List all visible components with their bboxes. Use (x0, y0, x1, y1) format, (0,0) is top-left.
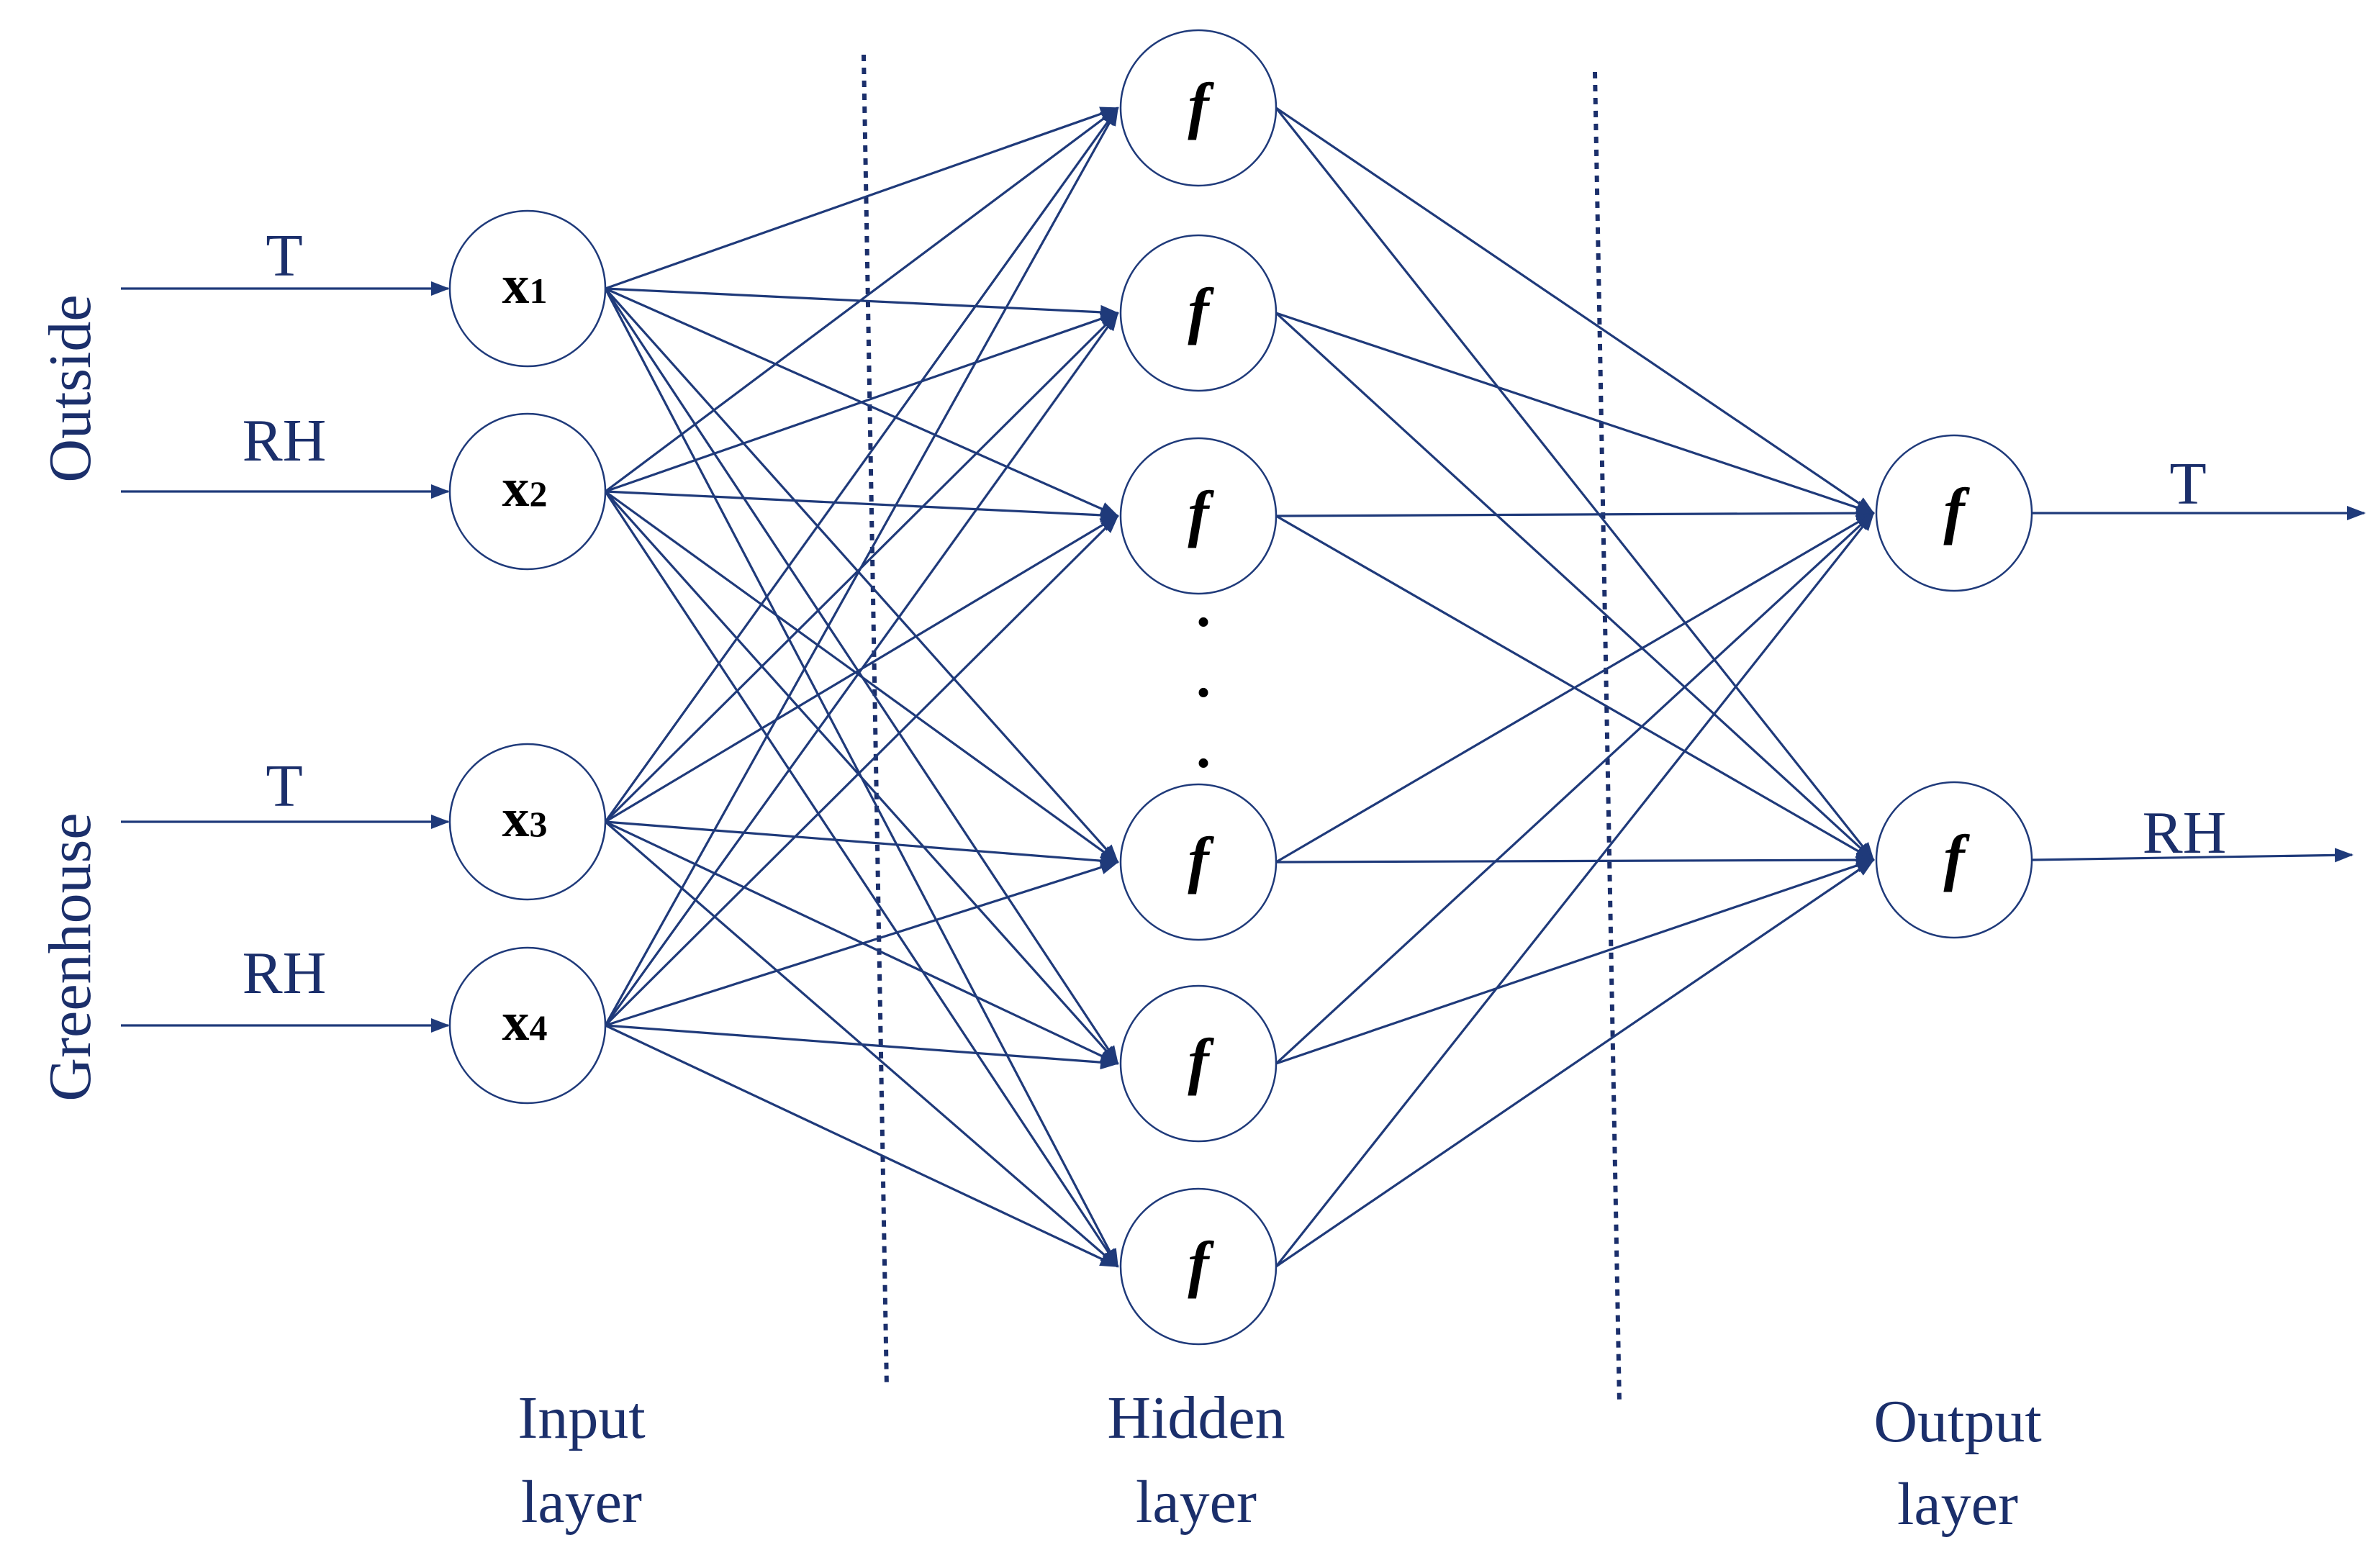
connection-input2-hidden2 (605, 312, 1119, 493)
connection-input4-hidden6 (605, 1024, 1119, 1268)
separator-hidden-output (1593, 71, 1622, 1404)
connection-input4-hidden1 (604, 107, 1119, 1026)
output-signal-label-2: RH (2143, 799, 2227, 866)
hidden-node-3 (1119, 437, 1278, 595)
connection-input4-hidden5 (605, 1024, 1119, 1070)
connection-input2-hidden3 (605, 490, 1119, 522)
connection-input1-hidden4 (604, 287, 1119, 864)
hidden-node-4 (1119, 783, 1278, 941)
input-signal-label-4: RH (243, 940, 327, 1007)
hidden-ellipsis-dot-1: . (1196, 576, 1211, 639)
connection-hidden1-output1 (1275, 107, 1875, 515)
group-label-outside: Outside (37, 294, 104, 482)
hidden-node-5 (1119, 984, 1278, 1143)
input-node-1 (448, 209, 607, 368)
input-arrows (121, 281, 450, 1033)
input-node-label-4: x4 (502, 992, 548, 1052)
hidden-ellipsis-dot-3: . (1196, 717, 1211, 780)
layer-label-hidden-line1: Hidden (1107, 1385, 1285, 1451)
separator-input-hidden (862, 54, 889, 1388)
connection-hidden3-output1 (1275, 506, 1875, 521)
output-node-1 (1875, 434, 2033, 592)
hidden-node-6 (1119, 1187, 1278, 1346)
connection-input2-hidden4 (605, 490, 1119, 864)
layer-label-input-line2: layer (521, 1469, 642, 1536)
output-arrow-2 (2031, 848, 2354, 863)
input-node-label-2: x2 (502, 458, 548, 518)
layer-label-output-line1: Output (1873, 1388, 2041, 1455)
connection-hidden1-output2 (1275, 107, 1875, 861)
connection-hidden5-output2 (1275, 858, 1875, 1065)
input-node-3 (448, 743, 607, 901)
hidden-node-2 (1119, 234, 1278, 392)
input-node-label-1: x1 (502, 255, 548, 315)
input-signal-label-2: RH (243, 407, 327, 474)
output-node-2 (1875, 781, 2033, 939)
connection-hidden2-output2 (1275, 312, 1875, 861)
input-node-label-3: x3 (502, 788, 548, 848)
output-signal-label-1: T (2169, 450, 2206, 517)
layer-label-input-line1: Input (517, 1385, 645, 1451)
hidden-ellipsis-dot-2: . (1196, 646, 1211, 710)
connection-input3-hidden4 (605, 820, 1119, 869)
input-node-2 (448, 412, 607, 571)
hidden-node-1 (1119, 29, 1278, 187)
connection-input4-hidden4 (605, 860, 1119, 1027)
connection-hidden4-output2 (1275, 853, 1875, 868)
layer-label-hidden-line2: layer (1136, 1469, 1257, 1536)
connection-input4-hidden3 (604, 515, 1119, 1027)
connection-hidden2-output1 (1275, 312, 1875, 515)
input-signal-label-1: T (266, 222, 302, 289)
connections (604, 107, 1875, 1268)
connection-hidden4-output1 (1275, 512, 1875, 864)
connection-input3-hidden1 (604, 107, 1119, 822)
layer-label-output-line2: layer (1897, 1471, 2018, 1538)
connection-hidden6-output2 (1275, 858, 1875, 1268)
connection-input2-hidden6 (604, 491, 1119, 1268)
group-label-greenhouse: Greenhouse (37, 812, 104, 1101)
output-arrows (2031, 506, 2366, 863)
connection-input4-hidden2 (604, 312, 1119, 1026)
connection-input2-hidden5 (604, 490, 1119, 1065)
connection-input2-hidden1 (605, 107, 1119, 493)
connection-hidden6-output1 (1275, 512, 1875, 1267)
input-signal-label-3: T (266, 753, 302, 820)
input-node-4 (448, 946, 607, 1105)
connection-hidden5-output1 (1275, 512, 1875, 1065)
connection-input1-hidden1 (605, 107, 1119, 290)
